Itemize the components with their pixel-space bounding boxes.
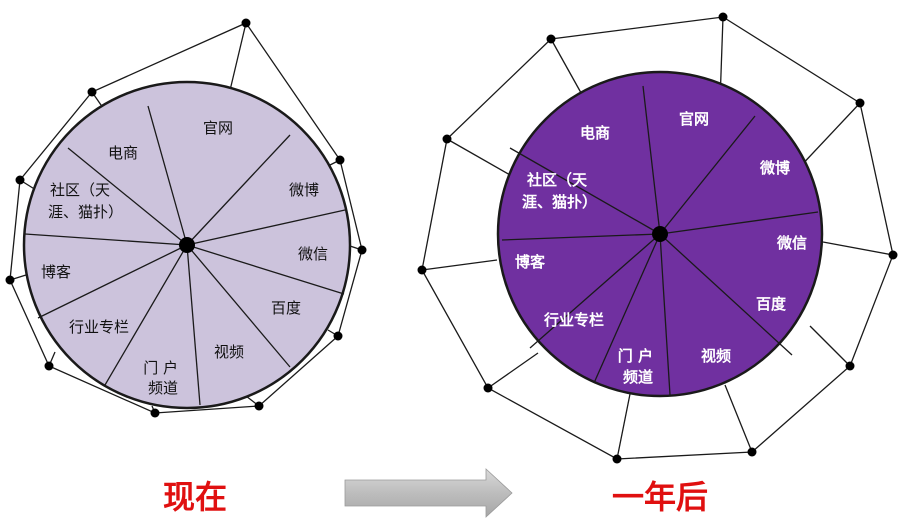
- segment-labels-after: 官网 微博 微信 百度 视频 门 户 频道 行业专栏 博客 社区（天 涯、猫扑）…: [515, 110, 807, 386]
- segment-labels-now: 官网 微博 微信 百度 视频 门 户 频道 行业专栏 博客 社区（天 涯、猫扑）…: [41, 119, 328, 397]
- caption-now: 现在: [163, 478, 227, 516]
- spoke-nodes-now: [5, 18, 367, 418]
- diagram-after: 官网 微博 微信 百度 视频 门 户 频道 行业专栏 博客 社区（天 涯、猫扑）…: [417, 12, 898, 464]
- hub-after: [652, 226, 668, 242]
- segment-label-weixin: 微信: [298, 245, 328, 263]
- segment-label-weibo: 微博: [759, 159, 790, 177]
- segment-label-baidu: 百度: [271, 299, 301, 317]
- outer-web-after: [417, 12, 898, 464]
- caption-after: 一年后: [612, 478, 708, 516]
- segment-label-shequ: 社区（天 涯、猫扑）: [522, 171, 597, 211]
- outer-web-now: [5, 18, 367, 418]
- wheel-dividers-now: [24, 105, 346, 406]
- segment-label-hangye: 行业专栏: [543, 311, 604, 329]
- right-arrow-icon: [344, 468, 513, 518]
- segment-label-weixin: 微信: [776, 234, 807, 252]
- segment-label-boke: 博客: [41, 263, 71, 281]
- segment-label-guanwang: 官网: [203, 119, 233, 137]
- hub-now: [179, 237, 195, 253]
- segment-label-boke: 博客: [515, 253, 546, 271]
- segment-label-dianshang: 电商: [580, 124, 610, 142]
- segment-label-shequ: 社区（天 涯、猫扑）: [48, 181, 123, 221]
- segment-label-dianshang: 电商: [108, 144, 138, 162]
- segment-label-hangye: 行业专栏: [69, 318, 129, 336]
- segment-label-menhu: 门 户 频道: [143, 359, 183, 397]
- segment-label-baidu: 百度: [756, 295, 787, 313]
- segment-label-guanwang: 官网: [679, 110, 709, 128]
- wheel-dividers-after: [501, 85, 819, 396]
- diagram-now: 官网 微博 微信 百度 视频 门 户 频道 行业专栏 博客 社区（天 涯、猫扑）…: [5, 18, 367, 418]
- segment-label-shipin: 视频: [214, 343, 244, 361]
- segment-label-weibo: 微博: [289, 181, 319, 199]
- segment-label-menhu: 门 户 频道: [618, 347, 658, 386]
- spoke-nodes-after: [417, 12, 898, 464]
- segment-label-shipin: 视频: [701, 347, 731, 365]
